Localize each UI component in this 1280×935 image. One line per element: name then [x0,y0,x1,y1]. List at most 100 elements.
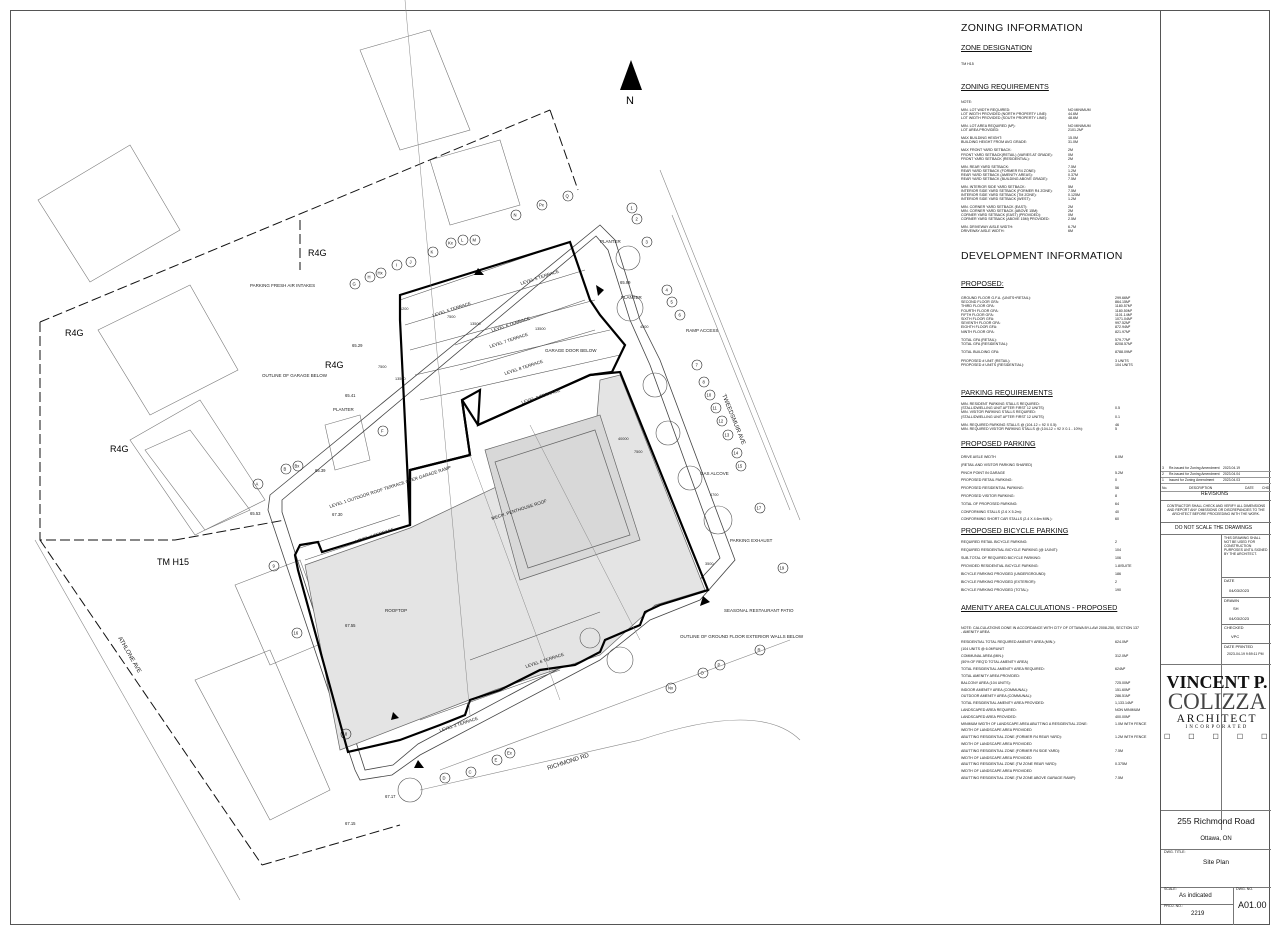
table-row: MINIMUM WIDTH OF LANDSCAPE AREA ABUTTING… [961,722,1151,729]
row-label: INTERIOR SIDE YARD SETBACK (FORMER R4 ZO… [961,188,1053,193]
row-value: 1101.14M² [1115,312,1132,317]
grid-bubble: P [714,659,726,671]
row-label: PROPOSED RESIDENTIAL PARKING: [961,486,1024,491]
svg-text:3: 3 [646,240,649,245]
grid-bubble: D [439,772,451,784]
row-label: MIN. REQUIRED PARKING STALLS @ (104-12 =… [961,422,1058,427]
grid-bubble: E [491,754,503,766]
dwg-title: Site Plan [1202,859,1230,866]
table-row: TOTAL RESIDENTIAL AMENITY AREA PROVIDED:… [961,701,1151,708]
table-row: SIXTH FLOOR GFA:1071.04M² [961,317,1151,321]
proposed-heading: PROPOSED: [961,279,1004,288]
elevation: 65.41 [345,393,356,398]
table-row: BICYCLE PARKING PROVIDED (UNDERGROUND):1… [961,572,1151,580]
table-row: INTERIOR SIDE YARD SETBACK (TM ZONE):0.1… [961,193,1151,197]
table-row: LOT WIDTH PROVIDED (NORTH PROPERTY LINE)… [961,112,1151,116]
revision-cell: 2023.04.03 [1223,478,1240,482]
row-label: DRIVE AISLE WIDTH [961,455,996,459]
table-row: MIN. DRIVEWAY AISLE WIDTH: 6.7M [961,225,1151,229]
row-label: PROPOSED # UNITS (RESIDENTIAL): [961,363,1025,367]
table-row: WIDTH OF LANDSCAPE AREA PROVIDED [961,728,1151,735]
table-row: (STALL/DWELLING UNIT AFTER FIRST 12 UNIT… [961,406,1151,410]
row-label: WIDTH OF LANDSCAPE AREA PROVIDED [961,769,1032,774]
grid-bubble: 13 [722,429,734,441]
revision-cell: Re-issued for Zoning Amendment [1169,472,1220,476]
table-row: WIDTH OF LANDSCAPE AREA PROVIDED [961,756,1151,763]
row-label: CORNER YARD SETBACK (EAST) (PROVIDED): [961,213,1041,218]
grid-bubble: Nx [665,682,677,694]
revision-cell: 2023.04.04 [1223,472,1240,476]
table-row: ABUTTING RESIDENTIAL ZONE (FORMER R4 SID… [961,749,1151,756]
row-label: LOT WIDTH PROVIDED (NORTH PROPERTY LINE)… [961,112,1048,117]
terrace-label: LEVEL 6 TERRACE [491,316,531,333]
row-value: 1071.04M² [1115,316,1133,321]
row-label: MIN. INTERIOR SIDE YARD SETBACK: [961,184,1026,189]
revision-cell: 2 [1162,472,1164,476]
grid-bubble: K [427,246,439,258]
elevation: 67.55 [345,623,356,628]
grid-bubble: 6 [674,309,686,321]
table-row: REAR YARD SETBACK (BUILDING ABOVE GRADE)… [961,177,1151,181]
row-value: 5.2M [1115,470,1123,475]
row-value: 2M [1068,205,1073,210]
revision-header-cell: DESCRIPTION [1189,486,1213,490]
row-label: REAR YARD SETBACK (FORMER R4 ZONE): [961,168,1036,173]
row-value: 6.7M [1068,225,1076,230]
svg-text:5: 5 [671,300,674,305]
firm-logo: VINCENT P. COLIZZA ARCHITECT INCORPORATE… [1164,672,1280,741]
zone-label: R4G [325,360,344,370]
svg-text:Bx: Bx [295,464,301,469]
zone-designation-value: TM H15 [961,62,974,66]
table-row: FRONT YARD SETBACK(RETAIL) (VARIES AT GR… [961,153,1151,157]
row-label: CONFORMING SHORT CAR STALLS (2.4 X 4.6m … [961,517,1053,522]
table-row: CORNER YARD SETBACK (ABOVE 15M) PROVIDED… [961,217,1151,221]
row-label: TOTAL AMENITY AREA PROVIDED: [961,673,1020,678]
checked-label: CHECKED [1224,625,1244,630]
row-label: EIGHTH FLOOR GFA: [961,325,998,330]
row-value: 40 [1115,509,1119,514]
zone-label: TM H15 [157,557,189,567]
table-row: MIN. LOT WIDTH REQUIRED:NO MINIMUM [961,108,1151,112]
svg-text:M: M [473,238,477,243]
row-label: MIN. LOT AREA REQUIRED (M²): [961,124,1016,129]
garage-outline-label: OUTLINE OF GARAGE BELOW [262,373,328,378]
row-value: 299.66M² [1115,296,1131,300]
printed-label: DATE PRINTED [1224,644,1254,649]
table-row: LANDSCAPED AREA REQUIRED:NON MINIMUM [961,708,1151,715]
svg-text:J: J [410,260,412,265]
grid-bubble: 10 [704,389,716,401]
row-label: RESIDENTIAL TOTAL REQUIRED AMENITY AREA … [961,640,1056,644]
row-label: MIN. DRIVEWAY AISLE WIDTH: [961,225,1014,230]
row-label: PROPOSED VISITOR PARKING: [961,493,1015,498]
row-label: ABUTTING RESIDENTIAL ZONE (FORMER R4 SID… [961,748,1061,753]
table-row: INTERIOR SIDE YARD SETBACK (WEST):1.2M [961,197,1151,201]
row-label: INTERIOR SIDE YARD SETBACK (WEST): [961,197,1031,202]
grid-bubble: 1 [626,202,638,214]
row-label: PROPOSED RETAIL PARKING: [961,478,1013,483]
table-row: MIN. RESIDENT PARKING STALLS REQUIRED: [961,402,1151,406]
neighbour-buildings [37,29,521,821]
row-label: MIN. VISITOR PARKING STALLS REQUIRED: [961,410,1036,415]
row-label: LANDSCAPED AREA REQUIRED: [961,707,1017,712]
elevation: 65.53 [250,511,261,516]
table-row: ABUTTING RESIDENTIAL ZONE (TM ZONE REAR … [961,762,1151,769]
row-value: 725.00M² [1115,680,1131,685]
table-row: OUTDOOR AMENITY AREA (COMMUNAL):286.51M² [961,694,1151,701]
parking-heading: PARKING REQUIREMENTS [961,388,1053,397]
svg-text:H: H [368,275,371,280]
table-row: TOTAL BUILDING GFA:8788.09M² [961,350,1151,354]
section-arrows-icon [391,268,710,768]
revision-cell: 1 [1162,478,1164,482]
trees [397,245,733,803]
elevation: 67.30 [332,512,343,517]
revision-header-cell: No. [1162,486,1168,490]
grid-bubble: Bx [292,460,304,472]
dimension: 7500 [447,315,455,319]
table-row: (50% OF REQ'D TOTAL AMENITY AREA) [961,660,1151,667]
street-name: ATHLONE AVE [116,636,142,674]
dimension: 3500 [705,562,713,566]
table-row: TOTAL RESIDENTIAL AMENITY AREA REQUIRED:… [961,667,1151,674]
